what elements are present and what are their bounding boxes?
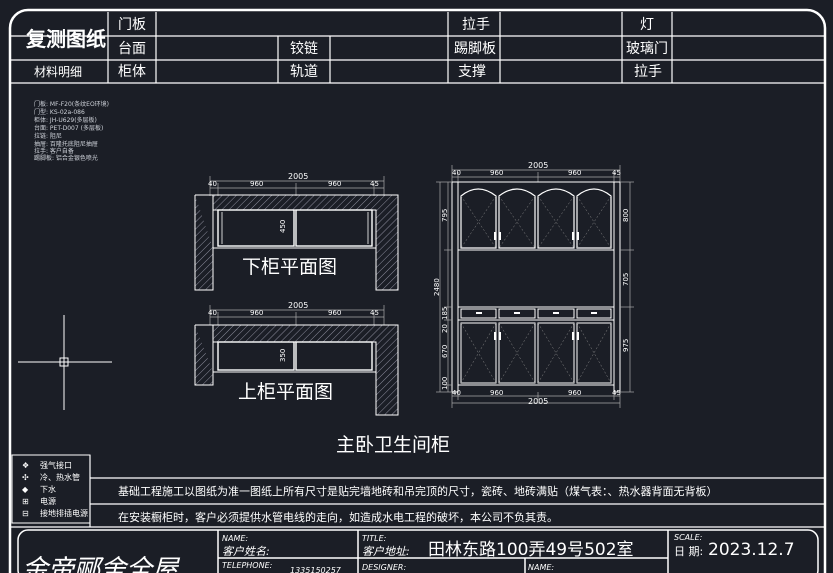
notice-foundation: 基础工程施工以图纸为准一图纸上所有尺寸是贴完墙地砖和吊完顶的尺寸，瓷砖、地砖满贴… bbox=[118, 484, 718, 498]
note-line: 拉手: 客户自备 bbox=[34, 147, 74, 155]
legend-item: 下水 bbox=[40, 484, 56, 494]
company-name: 金帝郦舍全屋 bbox=[22, 555, 181, 573]
title-block bbox=[17, 529, 819, 573]
notice-installation: 在安装橱柜时，客户必须提供水管电线的走向，如造成水电工程的破坏，本公司不负其责。 bbox=[118, 510, 558, 524]
dim-overall-bottom: 2005 bbox=[528, 397, 548, 406]
upper-cabinet-plan: 2005 40 960 960 45 350 上柜平面图 bbox=[194, 301, 399, 416]
legend-ground-icon: ⊟ bbox=[22, 509, 29, 518]
note-line: 拉链: 阻尼 bbox=[34, 132, 62, 140]
label-countertop: 台面 bbox=[118, 41, 146, 57]
legend-power-icon: ⊞ bbox=[22, 497, 29, 506]
dim-overall: 2005 bbox=[288, 172, 308, 181]
dim-depth: 450 bbox=[279, 220, 287, 233]
dim-left: 20 bbox=[441, 324, 449, 333]
note-line: 抽屉: 百隆托底阻尼抽屉 bbox=[34, 140, 98, 148]
dim-part: 960 bbox=[490, 389, 503, 397]
note-line: 门型: KS-02a-086 bbox=[34, 108, 85, 116]
telephone-value: 1335150257 bbox=[290, 566, 342, 573]
name-label: NAME: bbox=[222, 534, 248, 543]
note-line: 柜体: JH-U629(多层板) bbox=[34, 116, 97, 124]
label-hinge: 铰链 bbox=[290, 41, 318, 57]
label-handle: 拉手 bbox=[462, 17, 490, 33]
cad-crosshair bbox=[18, 315, 112, 410]
dim-left: 795 bbox=[441, 209, 449, 222]
dim-part: 960 bbox=[328, 309, 341, 317]
telephone-label: TELEPHONE: bbox=[222, 561, 273, 570]
dim-left: 185 bbox=[441, 307, 449, 320]
dim-right: 800 bbox=[622, 209, 630, 222]
dim-part: 960 bbox=[328, 180, 341, 188]
dim-left: 100 bbox=[441, 377, 449, 390]
dim-part: 45 bbox=[370, 309, 379, 317]
legend-item: 接地排插电源 bbox=[40, 508, 88, 518]
date-value: 2023.12.7 bbox=[708, 540, 795, 560]
dim-part: 45 bbox=[612, 389, 621, 397]
material-list-label: 材料明细 bbox=[34, 65, 82, 79]
dim-part: 960 bbox=[250, 309, 263, 317]
cabinet-elevation: 2005 40 960 960 45 bbox=[433, 161, 634, 408]
upper-plan-title: 上柜平面图 bbox=[238, 381, 333, 403]
legend-water-icon: ✣ bbox=[22, 473, 29, 482]
note-line: 台面: PET-D007 (多层板) bbox=[34, 124, 103, 132]
date-label: 日 期: bbox=[674, 545, 703, 558]
label-cabinet-body: 柜体 bbox=[118, 64, 146, 80]
label-door-panel: 门板 bbox=[118, 17, 146, 33]
dim-left: 670 bbox=[441, 345, 449, 358]
dim-part: 40 bbox=[452, 169, 461, 177]
dim-overall-top: 2005 bbox=[528, 161, 548, 170]
label-rail: 轨道 bbox=[290, 64, 318, 80]
dim-part: 40 bbox=[208, 180, 217, 188]
header-table bbox=[10, 12, 825, 84]
drawing-title: 主卧卫生间柜 bbox=[336, 434, 450, 456]
dim-part: 40 bbox=[208, 309, 217, 317]
label-light: 灯 bbox=[640, 17, 654, 33]
dim-part: 960 bbox=[250, 180, 263, 188]
title-label: TITLE: bbox=[362, 534, 387, 543]
dim-depth: 350 bbox=[279, 349, 287, 362]
label-handle-2: 拉手 bbox=[634, 64, 662, 80]
legend: ❖ 强气接口 ✣ 冷、热水管 ◆ 下水 ⊞ 电源 ⊟ 接地排插电源 bbox=[11, 454, 91, 524]
customer-name-label: 客户姓名: bbox=[222, 545, 270, 558]
customer-address: 田林东路100弄49号502室 bbox=[428, 540, 634, 560]
scale-label: SCALE: bbox=[674, 533, 703, 542]
dim-left-total: 2480 bbox=[433, 278, 441, 296]
designer-label: DESIGNER: bbox=[362, 563, 406, 572]
label-kickboard: 踢脚板 bbox=[454, 41, 496, 57]
dim-part: 960 bbox=[568, 389, 581, 397]
dim-part: 45 bbox=[612, 169, 621, 177]
note-line: 门板: MF-F20(条纹EO环境) bbox=[34, 100, 109, 108]
material-notes: 门板: MF-F20(条纹EO环境) 门型: KS-02a-086 柜体: JH… bbox=[34, 100, 109, 162]
note-line: 踢脚板: 铝合金银色喷光 bbox=[34, 154, 98, 162]
legend-item: 电源 bbox=[40, 496, 56, 506]
lower-cabinet-plan: 2005 40 960 960 45 450 下柜平面图 bbox=[194, 172, 399, 291]
legend-gas-icon: ❖ bbox=[22, 461, 29, 470]
dim-part: 40 bbox=[452, 389, 461, 397]
extra-label: NAME: bbox=[528, 563, 554, 572]
dim-right: 975 bbox=[622, 339, 630, 352]
dim-right: 705 bbox=[622, 273, 630, 286]
dim-part: 960 bbox=[568, 169, 581, 177]
lower-plan-title: 下柜平面图 bbox=[242, 256, 337, 278]
label-support: 支撑 bbox=[458, 64, 486, 80]
legend-item: 强气接口 bbox=[40, 460, 72, 470]
dim-part: 45 bbox=[370, 180, 379, 188]
dim-part: 960 bbox=[490, 169, 503, 177]
sheet-border bbox=[8, 8, 827, 573]
notice-table bbox=[10, 455, 825, 528]
legend-item: 冷、热水管 bbox=[40, 472, 80, 482]
sheet-title: 复测图纸 bbox=[25, 27, 106, 51]
legend-drain-icon: ◆ bbox=[22, 485, 29, 494]
label-glass-door: 玻璃门 bbox=[626, 40, 668, 57]
address-label: 客户地址: bbox=[362, 545, 410, 558]
dim-overall: 2005 bbox=[288, 301, 308, 310]
